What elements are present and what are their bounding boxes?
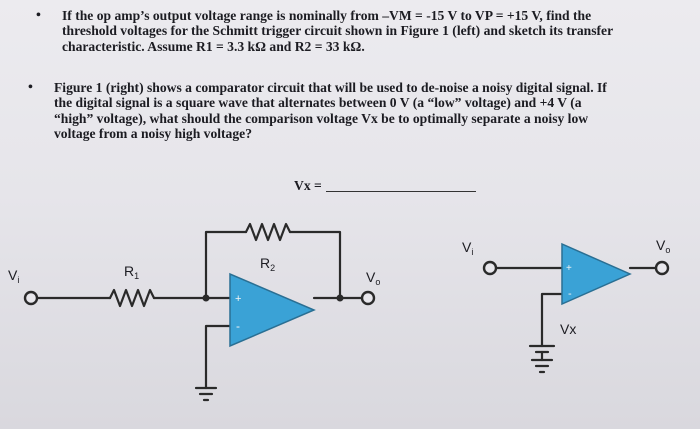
answer-blank [325,191,476,192]
minus-input-wire [204,324,232,390]
question-1-line-2: threshold voltages for the Schmitt trigg… [62,23,614,39]
bullet-1: • [36,8,41,23]
right-opamp [561,242,632,306]
right-comparator-circuit [494,266,658,374]
junction-node-left [202,294,210,302]
left-opamp-plus: + [235,293,241,305]
question-2: • Figure 1 (right) shows a comparator ci… [28,80,607,142]
question-1: • If the op amp’s output voltage range i… [36,8,614,54]
left-opamp [229,272,316,348]
r1-label: R1 [124,263,139,281]
ground-right [530,358,554,374]
r2-label: R2 [260,255,275,273]
junction-node-output [336,294,344,302]
answer-label: Vx = [294,178,322,193]
feedback-left-wire [204,230,248,300]
vo-label-right: Vo [656,237,670,255]
question-1-line-3: characteristic. Assume R1 = 3.3 kΩ and R… [62,38,365,54]
vo-label-left: Vo [366,269,380,287]
question-2-line-2: the digital signal is a square wave that… [54,95,582,111]
left-opamp-minus: - [236,319,240,333]
vi-label-right: Vi [462,239,473,257]
question-1-line-1: If the op amp’s output voltage range is … [62,8,592,23]
question-2-line-1: Figure 1 (right) shows a comparator circ… [54,80,607,95]
right-opamp-minus: - [568,288,572,300]
vi-terminal-left [23,290,39,306]
answer-line: Vx = [294,178,476,194]
feedback-right-wire [288,230,342,300]
right-opamp-plus: + [566,263,572,274]
vo-terminal-right [654,260,670,276]
ground-left [194,386,218,402]
right-minus-wire [540,292,564,348]
vo-terminal-left [360,290,376,306]
vx-label: Vx [560,321,576,337]
question-2-line-4: voltage from a noisy high voltage? [54,126,252,142]
r2-resistor [244,222,292,242]
left-schmitt-circuit [36,222,364,402]
r1-resistor [108,288,156,308]
vi-label-left: Vi [8,267,19,285]
vi-terminal-right [482,260,498,276]
bullet-2: • [28,80,33,95]
question-2-line-3: “high” voltage), what should the compari… [54,110,589,126]
